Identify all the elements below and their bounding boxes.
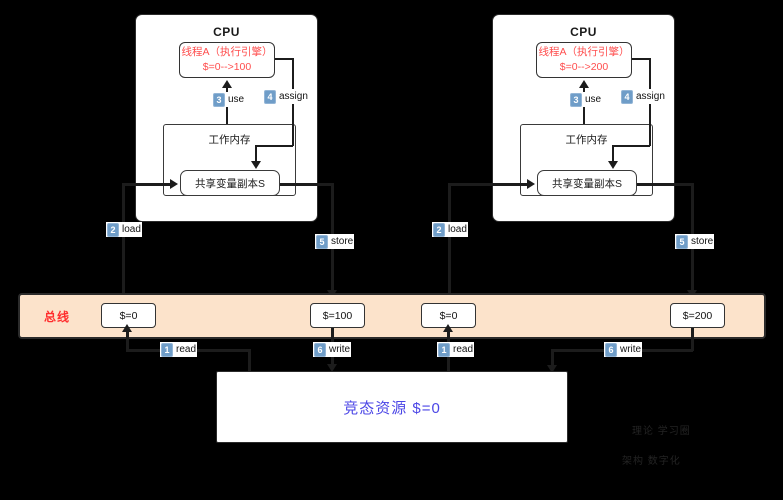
cpu-left-use-badge: 3 use [212, 92, 246, 107]
cpu-left-assign-badge: 4 assign [263, 89, 309, 104]
cpu-right-assign-label: assign [636, 91, 665, 102]
write-right-line-v [691, 328, 694, 351]
read-right-badge: 1 read [437, 342, 475, 357]
read-left-badge: 1 read [160, 342, 198, 357]
cpu-left-thread-box: 线程A（执行引擎） $=0-->100 [179, 42, 275, 78]
write-left-number: 6 [314, 342, 326, 357]
load-left-line-h [122, 183, 172, 186]
read-left-line-v2 [248, 349, 251, 374]
cpu-left-working-memory-title: 工作内存 [208, 134, 251, 146]
watermark-line-1: 理论 学习圈 [632, 426, 691, 437]
write-right-badge: 6 write [604, 342, 643, 357]
cpu-right-title: CPU [570, 25, 597, 39]
bus-value-4: $=200 [670, 303, 725, 328]
bus-label: 总线 [44, 310, 71, 324]
store-right-badge: 5 store [675, 234, 715, 249]
store-right-number: 5 [676, 234, 688, 249]
store-left-number: 5 [316, 234, 328, 249]
cpu-right-assign-badge: 4 assign [620, 89, 666, 104]
load-right-badge: 2 load [432, 222, 468, 237]
cpu-left-thread-name: 线程A（执行引擎） [181, 46, 273, 58]
read-left-arrow [122, 324, 132, 332]
load-left-label: load [122, 224, 141, 235]
load-right-number: 2 [433, 222, 445, 237]
cpu-right-use-arrow [579, 80, 589, 88]
store-right-label: store [691, 236, 714, 247]
load-right-line-v [448, 183, 451, 296]
load-right-label: load [448, 224, 467, 235]
cpu-left-assign-number: 4 [264, 89, 276, 104]
cpu-left-assign-arrow [251, 161, 261, 169]
cpu-left-use-number: 3 [213, 92, 225, 107]
watermark-line-2: 架构 数字化 [622, 456, 681, 467]
write-right-label: write [620, 344, 642, 355]
bus-value-3: $=0 [421, 303, 476, 328]
cpu-right-assign-arrow [608, 161, 618, 169]
cpu-left-thread-value: $=0-->100 [202, 61, 252, 73]
cpu-right-thread-value: $=0-->200 [559, 61, 609, 73]
cpu-right-use-number: 3 [570, 92, 582, 107]
cpu-left-title: CPU [213, 25, 240, 39]
load-left-line-v [122, 183, 125, 296]
load-left-arrow [170, 179, 178, 189]
write-right-line-v2 [551, 349, 554, 369]
bus-value-1: $=0 [101, 303, 156, 328]
race-resource-text: 竞态资源 $=0 [343, 399, 441, 417]
cpu-right-thread-box: 线程A（执行引擎） $=0-->200 [536, 42, 632, 78]
cpu-left-use-arrow [222, 80, 232, 88]
store-left-badge: 5 store [315, 234, 355, 249]
cpu-right-assign-line-h2 [612, 145, 650, 147]
bus-value-2: $=100 [310, 303, 365, 328]
write-left-arrow [327, 364, 337, 372]
cpu-right-shared-copy-box: 共享变量副本S [537, 170, 637, 196]
cpu-left-assign-line-h2 [255, 145, 293, 147]
store-right-line-h [637, 183, 693, 186]
cpu-right-assign-number: 4 [621, 89, 633, 104]
read-right-arrow [443, 324, 453, 332]
write-right-number: 6 [605, 342, 617, 357]
read-left-number: 1 [161, 342, 173, 357]
write-left-badge: 6 write [313, 342, 352, 357]
cpu-left-assign-label: assign [279, 91, 308, 102]
race-resource-box: 竞态资源 $=0 [216, 371, 568, 443]
cpu-left-shared-copy-box: 共享变量副本S [180, 170, 280, 196]
cpu-right-use-label: use [585, 94, 602, 105]
bus-box [18, 293, 766, 339]
cpu-right-working-memory-title: 工作内存 [565, 134, 608, 146]
store-left-line-h [280, 183, 333, 186]
cpu-left-assign-line-h1 [275, 58, 293, 60]
read-right-label: read [453, 344, 474, 355]
store-left-label: store [331, 236, 354, 247]
read-right-number: 1 [438, 342, 450, 357]
cpu-right-thread-name: 线程A（执行引擎） [538, 46, 630, 58]
load-left-badge: 2 load [106, 222, 142, 237]
write-left-label: write [329, 344, 351, 355]
cpu-left-use-label: use [228, 94, 245, 105]
cpu-right-use-badge: 3 use [569, 92, 603, 107]
read-left-line-v [126, 330, 129, 350]
load-right-line-h [448, 183, 529, 186]
load-left-number: 2 [107, 222, 119, 237]
read-left-label: read [176, 344, 197, 355]
load-right-arrow [527, 179, 535, 189]
cpu-right-assign-line-h1 [632, 58, 650, 60]
cpu-right-assign-line-v2 [612, 145, 614, 163]
cpu-left-assign-line-v2 [255, 145, 257, 163]
write-right-arrow [547, 365, 557, 373]
